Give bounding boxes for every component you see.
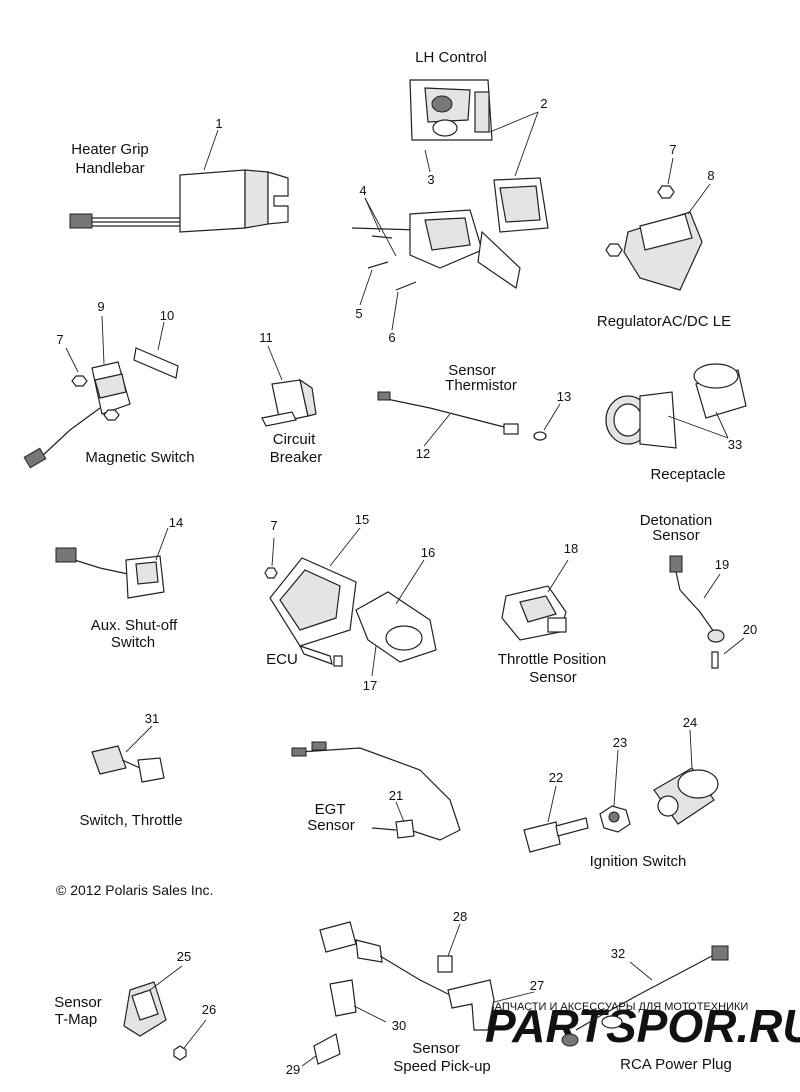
- callout-14: 14: [169, 515, 183, 530]
- copyright-text: © 2012 Polaris Sales Inc.: [56, 882, 213, 898]
- callout-5: 5: [355, 306, 362, 321]
- callout-24: 24: [683, 715, 697, 730]
- caption-heater-grip-line1: Heater Grip: [71, 141, 149, 158]
- throttle-switch-part: [91, 725, 165, 783]
- caption-magnetic-switch: Magnetic Switch: [85, 449, 194, 466]
- rca-power-plug-part: [561, 945, 729, 1047]
- callout-8: 8: [707, 168, 714, 183]
- watermark-tagline: ЗАПЧАСТИ И АКСЕССУАРЫ ДЛЯ МОТОТЕХНИКИ: [488, 1001, 748, 1013]
- callout-33: 33: [728, 437, 742, 452]
- regulator-part: [605, 157, 711, 291]
- callout-29: 29: [286, 1062, 300, 1077]
- callout-16: 16: [421, 545, 435, 560]
- detonation-sensor-part: [669, 555, 745, 669]
- caption-sensor-speed-line1: Sensor: [412, 1040, 460, 1057]
- ecu-part: [264, 527, 437, 677]
- callout-17: 17: [363, 678, 377, 693]
- callout-22: 22: [549, 770, 563, 785]
- caption-throttle-position-line2: Sensor: [529, 669, 577, 686]
- callout-26: 26: [202, 1002, 216, 1017]
- caption-ecu: ECU: [266, 651, 298, 668]
- callout-11: 11: [259, 330, 273, 345]
- callout-7-regulator: 7: [669, 142, 676, 157]
- caption-sensor-thermistor-line2: Thermistor: [445, 377, 517, 394]
- callout-9: 9: [97, 299, 104, 314]
- caption-egt-sensor-line1: EGT: [315, 801, 346, 818]
- caption-regulator: RegulatorAC/DC LE: [597, 313, 731, 330]
- callout-23: 23: [613, 735, 627, 750]
- callout-20: 20: [743, 622, 757, 637]
- circuit-breaker-part: [261, 345, 317, 427]
- callout-1: 1: [215, 116, 222, 131]
- callout-6: 6: [388, 330, 395, 345]
- throttle-position-sensor-part: [501, 559, 569, 641]
- aux-shutoff-switch-part: [55, 527, 169, 599]
- caption-circuit-breaker-line1: Circuit: [273, 431, 316, 448]
- callout-27: 27: [530, 978, 544, 993]
- callout-2: 2: [540, 96, 547, 111]
- callout-numbers: 1 2 3 4 5 6 7 8 7 9 10 11 12 13 14 7 15 …: [56, 96, 757, 1077]
- receptacle-part: [605, 363, 747, 449]
- captions: LH Control Heater Grip Handlebar Regulat…: [54, 49, 732, 1075]
- lh-control-assembly: [351, 111, 549, 331]
- tmap-sensor-part: [123, 965, 207, 1061]
- callout-21: 21: [389, 788, 403, 803]
- callout-13: 13: [557, 389, 571, 404]
- caption-lh-control: LH Control: [415, 49, 487, 66]
- speed-sensor-part: [301, 921, 535, 1067]
- caption-aux-shutoff-line2: Switch: [111, 634, 155, 651]
- caption-sensor-speed-line2: Speed Pick-up: [393, 1058, 491, 1075]
- caption-sensor-tmap-line1: Sensor: [54, 994, 102, 1011]
- caption-aux-shutoff-line1: Aux. Shut-off: [91, 617, 178, 634]
- callout-12: 12: [416, 446, 430, 461]
- callout-4: 4: [359, 183, 366, 198]
- callout-28: 28: [453, 909, 467, 924]
- callout-10: 10: [160, 308, 174, 323]
- caption-receptacle: Receptacle: [650, 466, 725, 483]
- callout-18: 18: [564, 541, 578, 556]
- caption-detonation-sensor-line1: Detonation: [640, 512, 713, 529]
- sensor-thermistor-part: [377, 391, 561, 447]
- egt-sensor-part: [291, 741, 461, 841]
- callout-15: 15: [355, 512, 369, 527]
- caption-throttle-position-line1: Throttle Position: [498, 651, 606, 668]
- lh-control-inset: [409, 79, 493, 173]
- callout-31: 31: [145, 711, 159, 726]
- callout-19: 19: [715, 557, 729, 572]
- callout-25: 25: [177, 949, 191, 964]
- magnetic-switch-part: [23, 315, 179, 469]
- caption-egt-sensor-line2: Sensor: [307, 817, 355, 834]
- caption-sensor-thermistor-line1: Sensor: [448, 362, 496, 379]
- callout-3: 3: [427, 172, 434, 187]
- ignition-switch-part: [523, 729, 719, 853]
- caption-detonation-sensor-line2: Sensor: [652, 527, 700, 544]
- callout-7-magnetic: 7: [56, 332, 63, 347]
- callout-7-ecu: 7: [270, 518, 277, 533]
- callout-32: 32: [611, 946, 625, 961]
- callout-30: 30: [392, 1018, 406, 1033]
- caption-rca-power-plug: RCA Power Plug: [620, 1056, 732, 1073]
- caption-ignition-switch: Ignition Switch: [590, 853, 687, 870]
- caption-sensor-tmap-line2: T-Map: [55, 1011, 98, 1028]
- heater-grip-handlebar-part: [69, 129, 289, 233]
- caption-circuit-breaker-line2: Breaker: [270, 449, 323, 466]
- watermark: ЗАПЧАСТИ И АКСЕССУАРЫ ДЛЯ МОТОТЕХНИКИ PA…: [485, 1000, 800, 1052]
- caption-heater-grip-line2: Handlebar: [75, 160, 144, 177]
- caption-switch-throttle: Switch, Throttle: [79, 812, 182, 829]
- watermark-logo: PARTSPOR.RU: [485, 1000, 800, 1052]
